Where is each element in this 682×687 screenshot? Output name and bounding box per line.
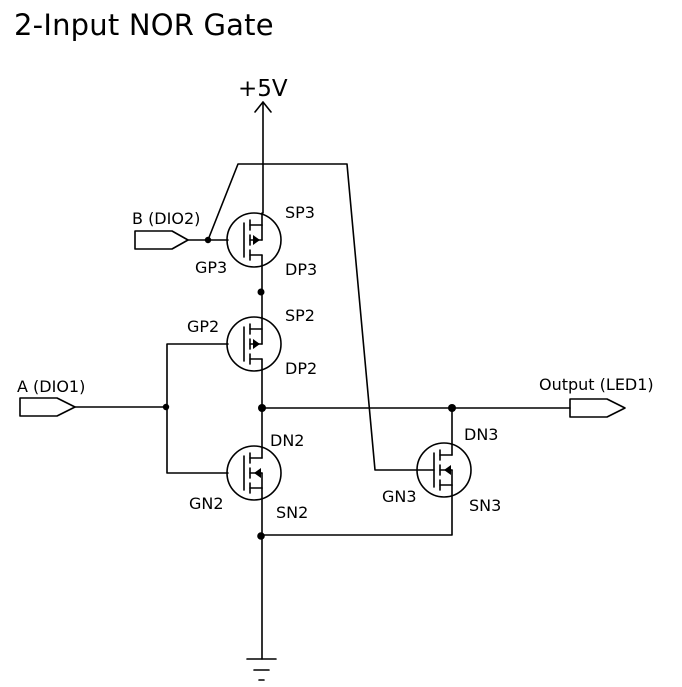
n3-drain-label: DN3 <box>464 425 498 444</box>
output-net: Output (LED1) <box>258 375 654 418</box>
input-b-label: B (DIO2) <box>132 209 200 228</box>
transistor-p3[interactable]: SP3 GP3 DP3 <box>195 203 317 293</box>
transistor-n3[interactable]: DN3 GN3 SN3 <box>261 407 501 536</box>
ground-icon <box>246 537 277 681</box>
power-supply: +5V <box>238 76 288 214</box>
input-a-port-icon[interactable] <box>19 397 76 417</box>
output-port-icon[interactable] <box>569 398 626 418</box>
p3-gate-label: GP3 <box>195 258 227 277</box>
wire-b-to-gn3 <box>207 163 418 471</box>
transistor-n2[interactable]: DN2 GN2 SN2 <box>189 407 308 539</box>
junction-dot <box>257 288 265 296</box>
input-a-label: A (DIO1) <box>17 377 85 396</box>
input-a: A (DIO1) <box>17 343 229 474</box>
junction-dot <box>162 403 170 411</box>
n3-source-label: SN3 <box>469 496 501 515</box>
junction-dot <box>257 532 265 540</box>
n2-drain-label: DN2 <box>270 431 304 450</box>
input-b-port-icon[interactable] <box>134 230 189 250</box>
p3-drain-label: DP3 <box>285 260 317 279</box>
n2-source-label: SN2 <box>276 503 308 522</box>
n2-gate-label: GN2 <box>189 494 224 513</box>
p2-drain-label: DP2 <box>285 359 317 378</box>
transistor-p2[interactable]: SP2 GP2 DP2 <box>187 291 317 409</box>
power-arrow-icon <box>254 101 272 214</box>
n3-gate-label: GN3 <box>382 487 417 506</box>
p2-source-label: SP2 <box>285 306 315 325</box>
power-label: +5V <box>238 76 288 102</box>
diagram-title: 2-Input NOR Gate <box>14 8 274 42</box>
p2-gate-label: GP2 <box>187 317 219 336</box>
junction-dot <box>204 236 212 244</box>
output-label: Output (LED1) <box>539 375 654 394</box>
p3-source-label: SP3 <box>285 203 315 222</box>
input-b: B (DIO2) <box>132 209 229 250</box>
